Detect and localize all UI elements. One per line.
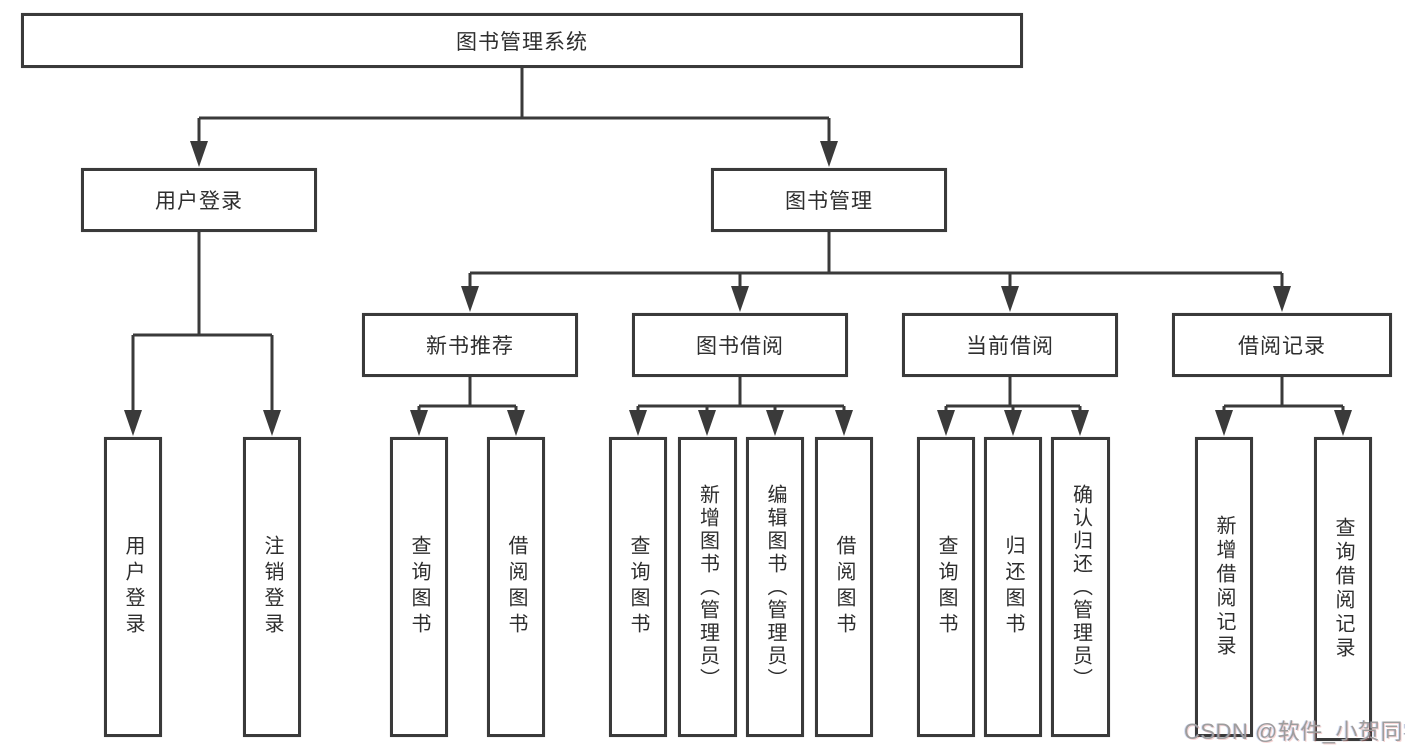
arrowhead-icons <box>124 141 1352 436</box>
leaf-borrow-books: 借阅图书 <box>815 437 873 737</box>
node-book-management: 图书管理 <box>711 168 947 232</box>
leaf-query-books-recommend: 查询图书 <box>390 437 448 737</box>
leaf-borrow-books-recommend: 借阅图书 <box>487 437 545 737</box>
leaf-add-books-admin: 新增图书（管理员） <box>678 437 737 737</box>
node-borrow-records: 借阅记录 <box>1172 313 1392 377</box>
leaf-query-books-borrow: 查询图书 <box>609 437 667 737</box>
node-new-book-recommend: 新书推荐 <box>362 313 578 377</box>
leaf-query-books-current: 查询图书 <box>917 437 975 737</box>
leaf-query-borrow-record: 查询借阅记录 <box>1314 437 1372 741</box>
leaf-logout: 注销登录 <box>243 437 301 737</box>
leaf-confirm-return-admin: 确认归还（管理员） <box>1051 437 1110 737</box>
leaf-user-login: 用户登录 <box>104 437 162 737</box>
node-root-system: 图书管理系统 <box>21 13 1023 68</box>
leaf-edit-books-admin: 编辑图书（管理员） <box>746 437 804 737</box>
node-book-borrow: 图书借阅 <box>632 313 848 377</box>
leaf-add-borrow-record: 新增借阅记录 <box>1195 437 1253 737</box>
leaf-return-books: 归还图书 <box>984 437 1042 737</box>
node-user-login: 用户登录 <box>81 168 317 232</box>
csdn-watermark: CSDN @软件_小贺同学 <box>1184 719 1405 744</box>
node-current-borrow: 当前借阅 <box>902 313 1118 377</box>
